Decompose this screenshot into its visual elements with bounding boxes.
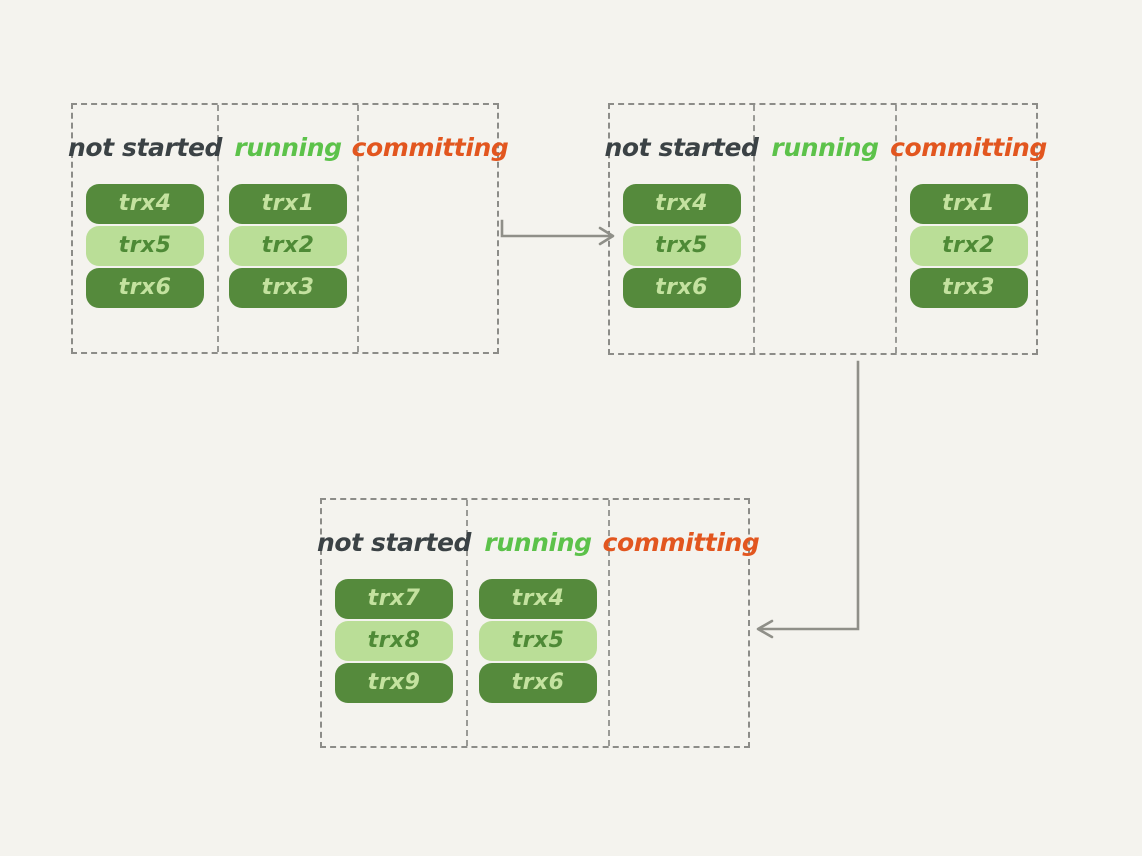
arrow-panel2-to-panel3 bbox=[756, 360, 860, 639]
column-title-not-started: not started bbox=[604, 133, 759, 162]
arrow-panel1-to-panel2 bbox=[500, 219, 615, 246]
transaction-chip[interactable]: trx6 bbox=[479, 663, 597, 703]
column-running: running trx4 trx5 trx6 bbox=[468, 500, 610, 746]
column-not-started: not started trx4 trx5 trx6 bbox=[68, 105, 222, 352]
column-title-committing: committing bbox=[351, 133, 509, 162]
column-committing: committing bbox=[603, 500, 760, 746]
chip-stack-not-started: trx4 trx5 trx6 bbox=[86, 184, 204, 310]
column-running: running trx1 trx2 trx3 bbox=[219, 105, 359, 352]
chip-stack-committing: trx1 trx2 trx3 bbox=[909, 184, 1028, 310]
column-title-running: running bbox=[484, 528, 592, 557]
transaction-chip[interactable]: trx9 bbox=[335, 663, 453, 703]
transaction-chip[interactable]: trx4 bbox=[622, 184, 741, 224]
panel-state-2: not started trx4 trx5 trx6 running commi… bbox=[604, 103, 1047, 355]
column-not-started: not started trx7 trx8 trx9 bbox=[317, 500, 471, 746]
chip-stack-not-started: trx7 trx8 trx9 bbox=[335, 579, 453, 705]
chip-stack-running: trx4 trx5 trx6 bbox=[479, 579, 597, 705]
transaction-chip[interactable]: trx3 bbox=[229, 268, 347, 308]
column-title-committing: committing bbox=[890, 133, 1047, 162]
column-committing: committing bbox=[352, 105, 509, 352]
chip-stack-running: trx1 trx2 trx3 bbox=[229, 184, 347, 310]
transaction-chip[interactable]: trx6 bbox=[86, 268, 204, 308]
transaction-chip[interactable]: trx6 bbox=[622, 268, 741, 308]
column-title-committing: committing bbox=[602, 528, 760, 557]
column-title-not-started: not started bbox=[316, 528, 472, 557]
transaction-chip[interactable]: trx5 bbox=[622, 226, 741, 266]
column-committing: committing trx1 trx2 trx3 bbox=[890, 105, 1047, 353]
transaction-chip[interactable]: trx5 bbox=[479, 621, 597, 661]
transaction-chip[interactable]: trx4 bbox=[479, 579, 597, 619]
transaction-chip[interactable]: trx2 bbox=[229, 226, 347, 266]
panel-state-1: not started trx4 trx5 trx6 running trx1 … bbox=[68, 103, 509, 354]
column-title-running: running bbox=[234, 133, 342, 162]
column-title-not-started: not started bbox=[67, 133, 223, 162]
transaction-chip[interactable]: trx2 bbox=[909, 226, 1028, 266]
column-title-running: running bbox=[771, 133, 879, 162]
transaction-chip[interactable]: trx3 bbox=[909, 268, 1028, 308]
transaction-chip[interactable]: trx1 bbox=[229, 184, 347, 224]
transaction-chip[interactable]: trx1 bbox=[909, 184, 1028, 224]
column-running: running bbox=[755, 105, 897, 353]
chip-stack-not-started: trx4 trx5 trx6 bbox=[622, 184, 741, 310]
panel-state-3: not started trx7 trx8 trx9 running trx4 … bbox=[317, 498, 760, 748]
transaction-chip[interactable]: trx8 bbox=[335, 621, 453, 661]
transaction-chip[interactable]: trx4 bbox=[86, 184, 204, 224]
transaction-chip[interactable]: trx7 bbox=[335, 579, 453, 619]
column-not-started: not started trx4 trx5 trx6 bbox=[604, 105, 759, 353]
transaction-chip[interactable]: trx5 bbox=[86, 226, 204, 266]
